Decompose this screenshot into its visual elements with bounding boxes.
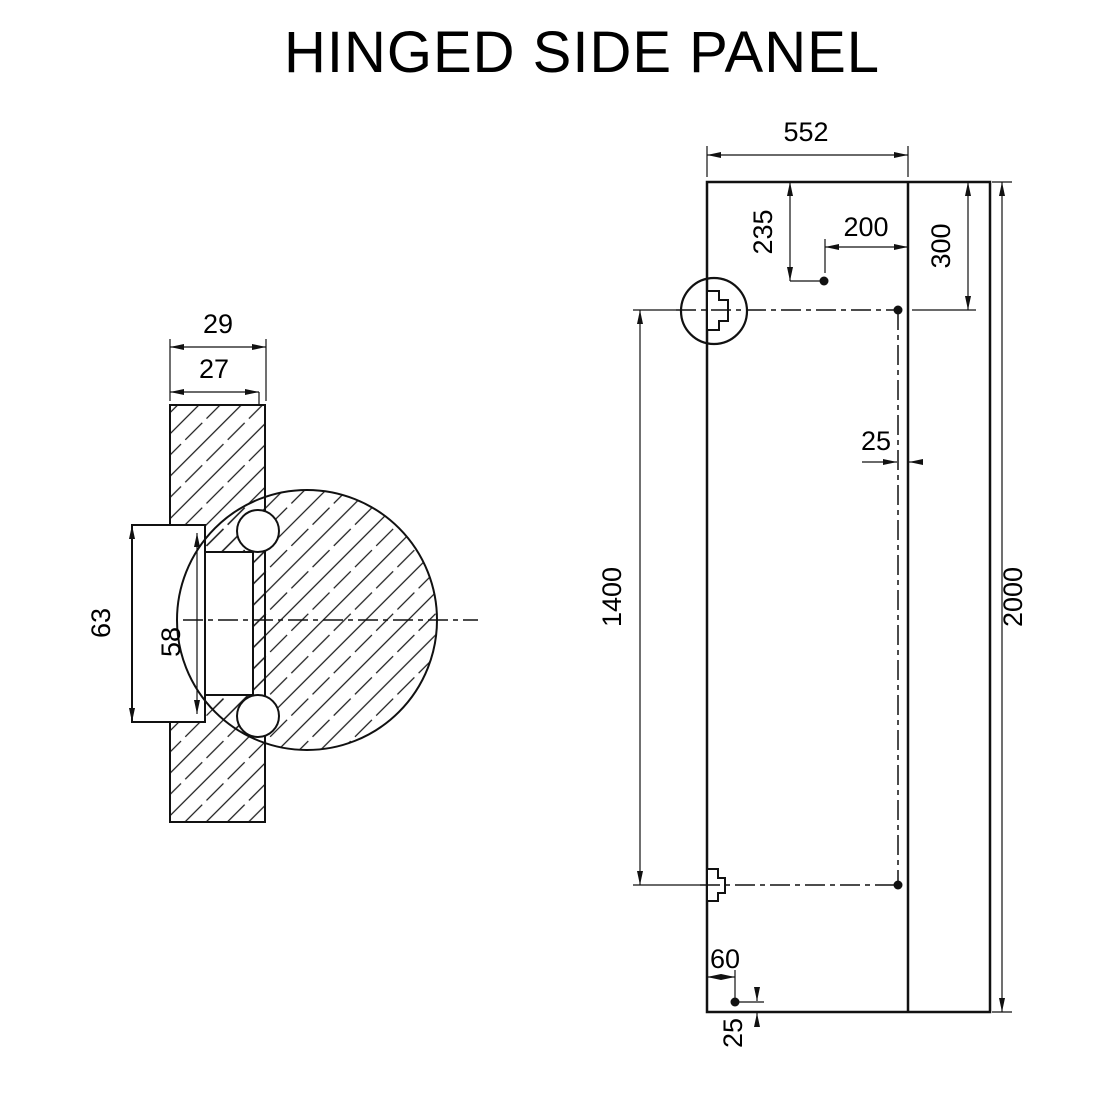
dim-27-label: 27 [199, 354, 229, 384]
dim-2000: 2000 [992, 181, 1028, 1013]
dim-235: 235 [748, 182, 822, 282]
fixing-point-marker [730, 997, 740, 1007]
dim-200: 200 [824, 212, 908, 273]
dim-300-label: 300 [926, 223, 956, 268]
dim-200-label: 200 [843, 212, 888, 242]
dim-60-label: 60 [710, 944, 740, 974]
hinge-point-marker [893, 880, 903, 890]
dim-25-bottom: 25 [718, 987, 764, 1048]
dim-25-edge: 25 [861, 426, 923, 465]
detail-reference-circle [679, 276, 749, 346]
panel-outline [705, 180, 992, 1014]
hinge-knuckle-top [236, 509, 280, 553]
dim-552: 552 [706, 117, 909, 177]
dim-300: 300 [912, 182, 976, 311]
dim-1400: 1400 [597, 309, 700, 886]
hinge-point-marker [893, 305, 903, 315]
dim-2000-label: 2000 [998, 567, 1028, 627]
dim-58: 58 [156, 533, 200, 714]
dim-25-bottom-label: 25 [718, 1018, 748, 1048]
dim-29-label: 29 [203, 309, 233, 339]
dim-552-label: 552 [783, 117, 828, 147]
dim-60: 60 [707, 944, 740, 999]
dim-1400-label: 1400 [597, 567, 627, 627]
section-detail-view: 29 27 63 58 [86, 309, 478, 823]
drawing-title: HINGED SIDE PANEL [284, 20, 880, 85]
elevation-view: 552 2000 300 235 200 [597, 117, 1028, 1048]
dim-27: 27 [170, 354, 260, 404]
dim-235-label: 235 [748, 209, 778, 254]
dim-63-label: 63 [86, 608, 116, 638]
dim-58-label: 58 [156, 627, 186, 657]
fixing-point-marker [819, 276, 829, 286]
dim-63: 63 [86, 525, 135, 722]
dim-25-edge-label: 25 [861, 426, 891, 456]
hinge-knuckle-bottom [236, 694, 280, 738]
hinge-channel-profile [204, 551, 254, 696]
